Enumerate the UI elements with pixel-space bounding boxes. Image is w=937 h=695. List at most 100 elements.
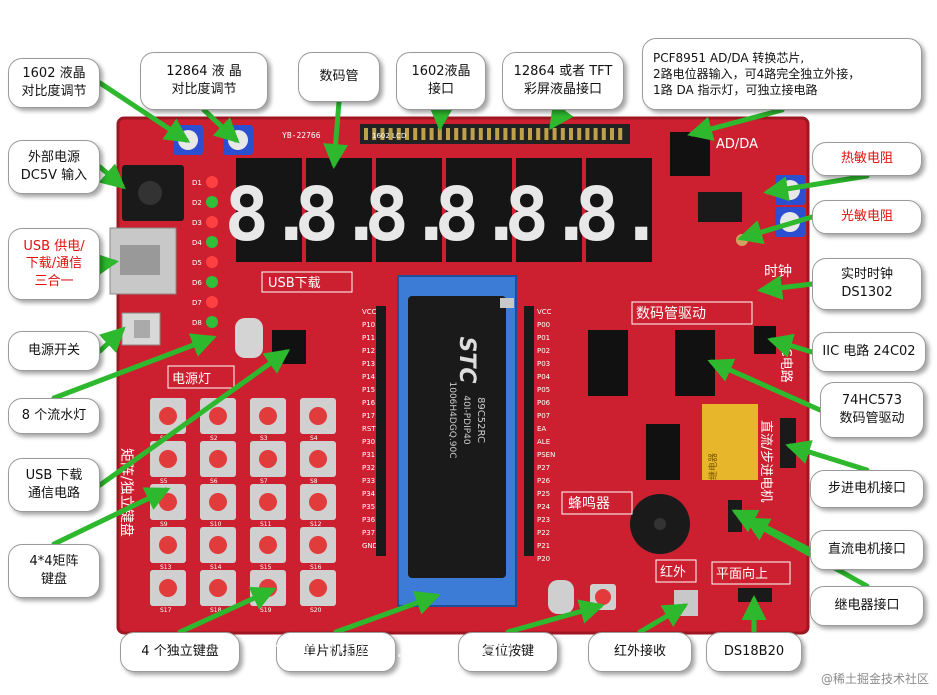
clock-silk: 时钟 [764,263,792,280]
callout-dc-motor: 直流电机接口 [810,530,924,570]
arrow-four-keys [177,586,277,635]
power-switch-knob [134,320,150,338]
arrow-matrix-keypad [51,487,171,547]
seven-seg-digit [306,158,372,262]
header-pin [528,128,532,140]
callout-reset-key: 复位按键 [458,632,558,672]
callout-ds18b20: DS18B20 [706,632,802,672]
pin-label: P17 [362,412,375,420]
ad-jumpers [698,192,742,222]
pin-label: P14 [362,373,376,381]
digit-glyph: 8. [364,172,453,258]
url-overlay: http://blog.csdn.net/ [270,638,515,663]
led [206,256,218,268]
pin-label-right: P03 [537,360,550,368]
key-cap [259,493,277,511]
header-pin [519,128,524,140]
pin-label-right: P24 [537,503,551,511]
key-cap [159,536,177,554]
arrow-power-switch [97,326,126,354]
plane-up-frame [711,561,791,585]
pin-label-right: P21 [537,542,550,550]
usb-download-silk: USB下载 [268,276,321,291]
pin-label-right: P02 [537,347,550,355]
dc-jack-hole [138,181,162,205]
header-pin [577,128,582,140]
pin-label: P36 [362,516,376,524]
header-pin [503,128,508,140]
header-pin [380,128,385,140]
pin-label: P10 [362,321,375,329]
pin-label-right: ALE [537,438,550,446]
key-label: S12 [310,521,322,528]
key-cap [309,450,327,468]
arrow-thermistor [763,173,870,202]
header-pin [429,128,434,140]
pin-label-right: VCC [537,308,552,316]
motor-silk: 直流/步进电机 [758,420,773,502]
pin-label: P37 [362,529,375,537]
key-label: S3 [260,435,268,442]
key-cap [209,536,227,554]
pin-label: GND [362,542,378,550]
mcu-chip [408,296,506,578]
callout-eight-leds: 8 个流水灯 [8,398,100,434]
key-cap [209,579,227,597]
crystal [235,318,263,358]
arrow-relay-port [743,517,870,589]
zif-lever [500,298,514,308]
header-pin [511,128,516,140]
header-pin [601,128,606,140]
key-label: S8 [310,478,318,485]
led-label: D7 [192,299,202,307]
callout-four-keys: 4 个独立键盘 [120,632,240,672]
key-label: S5 [160,478,168,485]
header-pin [610,128,614,140]
header-pin [478,128,483,140]
header-pin [585,128,590,140]
key-cap [309,579,327,597]
digit-glyph: 8. [294,172,383,258]
header-pin [364,128,368,140]
pin-label: P33 [362,477,375,485]
key-cap [209,450,227,468]
arrow-usb-combo [92,252,119,278]
pin-label-right: PSEN [537,451,555,459]
pin-label-right: P23 [537,516,550,524]
key-cap [309,407,327,425]
led [206,236,218,248]
header-pin [560,128,565,140]
callout-usb-comm: USB 下载 通信电路 [8,458,100,512]
key-cap [159,450,177,468]
arrow-lcd12864-contrast [201,107,240,144]
pin-label: P31 [362,451,375,459]
pin-label: P34 [362,490,376,498]
header-pin [593,128,598,140]
arrow-photoresistor [737,214,815,245]
key-label: S2 [210,435,218,442]
ir-silk: 红外 [660,564,686,580]
buzzer-hole [654,518,666,530]
seven-seg-digit [516,158,582,262]
callout-seven-seg: 数码管 [298,52,380,102]
callout-usb-combo: USB 供电/ 下载/通信 三合一 [8,228,100,300]
pin-label-right: P06 [537,399,551,407]
callout-matrix-keypad: 4*4矩阵 键盘 [8,544,100,598]
led-label: D6 [192,279,202,287]
pin-label: P15 [362,386,375,394]
key-cap [309,536,327,554]
pin-label: P35 [362,503,375,511]
header-pin [470,128,475,140]
seven-seg-digit [446,158,512,262]
pin-label-right: P07 [537,412,550,420]
key-label: S11 [260,521,272,528]
key-cap [209,493,227,511]
callout-pcf8591: PCF8951 AD/DA 转换芯片, 2路电位器输入，可4路完全独立外接， 1… [642,38,922,110]
pin-label-right: P04 [537,373,551,381]
pin-label-right: P26 [537,477,551,485]
key-cap [309,493,327,511]
key-label: S16 [310,564,322,571]
header-pin [446,128,450,140]
key-label: S10 [210,521,222,528]
